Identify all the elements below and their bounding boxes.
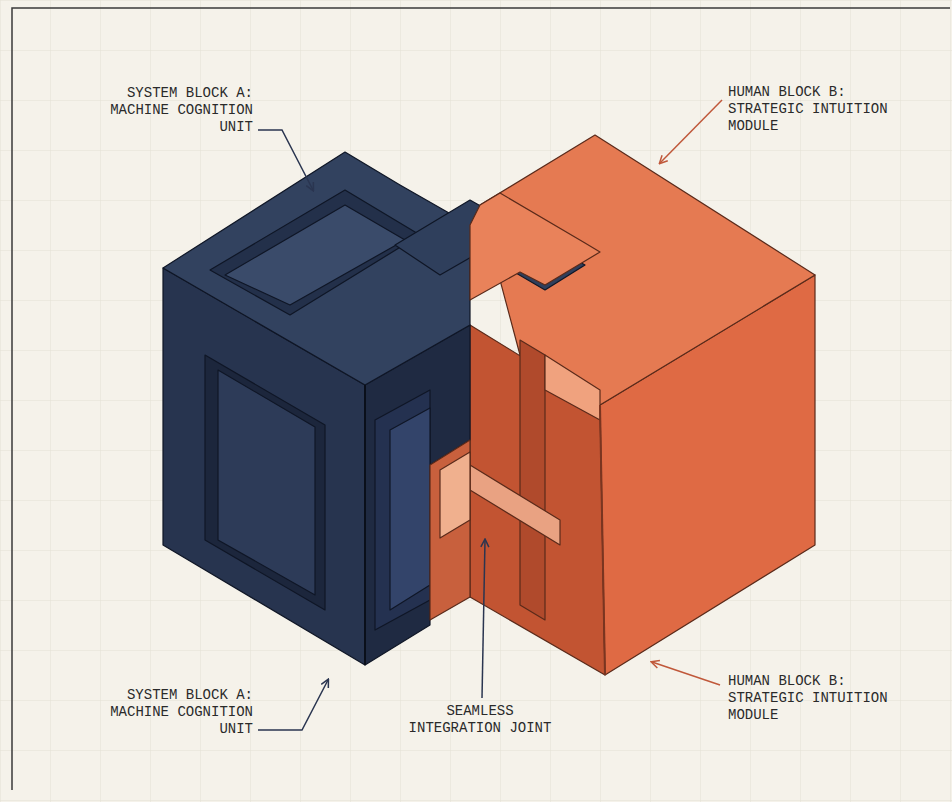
- callout-label: SYSTEM BLOCK A: MACHINE COGNITION UNIT: [103, 85, 253, 136]
- callout-label: HUMAN BLOCK B: STRATEGIC INTUITION MODUL…: [728, 673, 903, 724]
- frame: [12, 8, 950, 790]
- orange-block: [470, 135, 815, 675]
- leader-line: [482, 540, 485, 698]
- leader-line: [258, 680, 328, 730]
- callout-label: SYSTEM BLOCK A: MACHINE COGNITION UNIT: [103, 687, 253, 738]
- leader-lines: [258, 100, 722, 730]
- callout-label: HUMAN BLOCK B: STRATEGIC INTUITION MODUL…: [728, 84, 903, 135]
- leader-line: [652, 662, 720, 685]
- callout-label: SEAMLESS INTEGRATION JOINT: [400, 703, 560, 737]
- leader-line: [660, 100, 722, 163]
- leader-line: [258, 130, 313, 190]
- orange-tab: [430, 193, 600, 620]
